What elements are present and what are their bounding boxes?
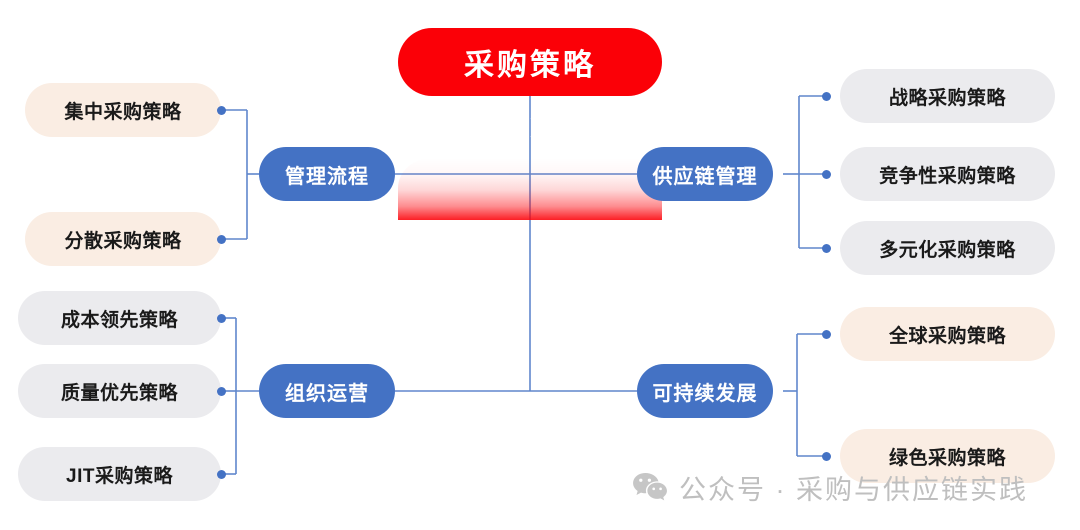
leaf-node-diversified-purchasing[interactable]: 多元化采购策略 — [840, 221, 1055, 275]
connector-dot — [822, 170, 831, 179]
root-node-purchasing-strategy[interactable]: 采购策略 — [398, 28, 662, 96]
branch-node-supply-chain-management[interactable]: 供应链管理 — [637, 147, 773, 201]
leaf-node-strategic-purchasing[interactable]: 战略采购策略 — [840, 69, 1055, 123]
branch-node-organization-operation[interactable]: 组织运营 — [259, 364, 395, 418]
connector-dot — [822, 452, 831, 461]
root-reflection-label: 采购策略 — [464, 111, 596, 144]
connector-dot — [217, 387, 226, 396]
leaf-node-competitive-purchasing[interactable]: 竞争性采购策略 — [840, 147, 1055, 201]
connector-dot — [217, 470, 226, 479]
root-reflection — [398, 158, 662, 220]
connector-dot — [217, 235, 226, 244]
wechat-icon — [633, 473, 667, 501]
leaf-node-centralized-purchasing[interactable]: 集中采购策略 — [25, 83, 221, 137]
leaf-node-jit-purchasing[interactable]: JIT采购策略 — [18, 447, 221, 501]
watermark: 公众号 · 采购与供应链实践 — [632, 466, 1028, 508]
connector-dot — [822, 330, 831, 339]
branch-node-sustainable-development[interactable]: 可持续发展 — [637, 364, 773, 418]
root-node-group: 采购策略 采购策略 — [398, 28, 662, 220]
connector-dot — [822, 244, 831, 253]
leaf-node-decentralized-purchasing[interactable]: 分散采购策略 — [25, 212, 221, 266]
watermark-text: 公众号 · 采购与供应链实践 — [679, 474, 1028, 505]
leaf-node-quality-first[interactable]: 质量优先策略 — [18, 364, 221, 418]
leaf-node-global-purchasing[interactable]: 全球采购策略 — [840, 307, 1055, 361]
leaf-node-green-purchasing[interactable]: 绿色采购策略 — [840, 429, 1055, 483]
connector-dot — [217, 314, 226, 323]
connector-dot — [822, 92, 831, 101]
leaf-node-cost-leadership[interactable]: 成本领先策略 — [18, 291, 221, 345]
branch-node-management-process[interactable]: 管理流程 — [259, 147, 395, 201]
connector-dot — [217, 106, 226, 115]
